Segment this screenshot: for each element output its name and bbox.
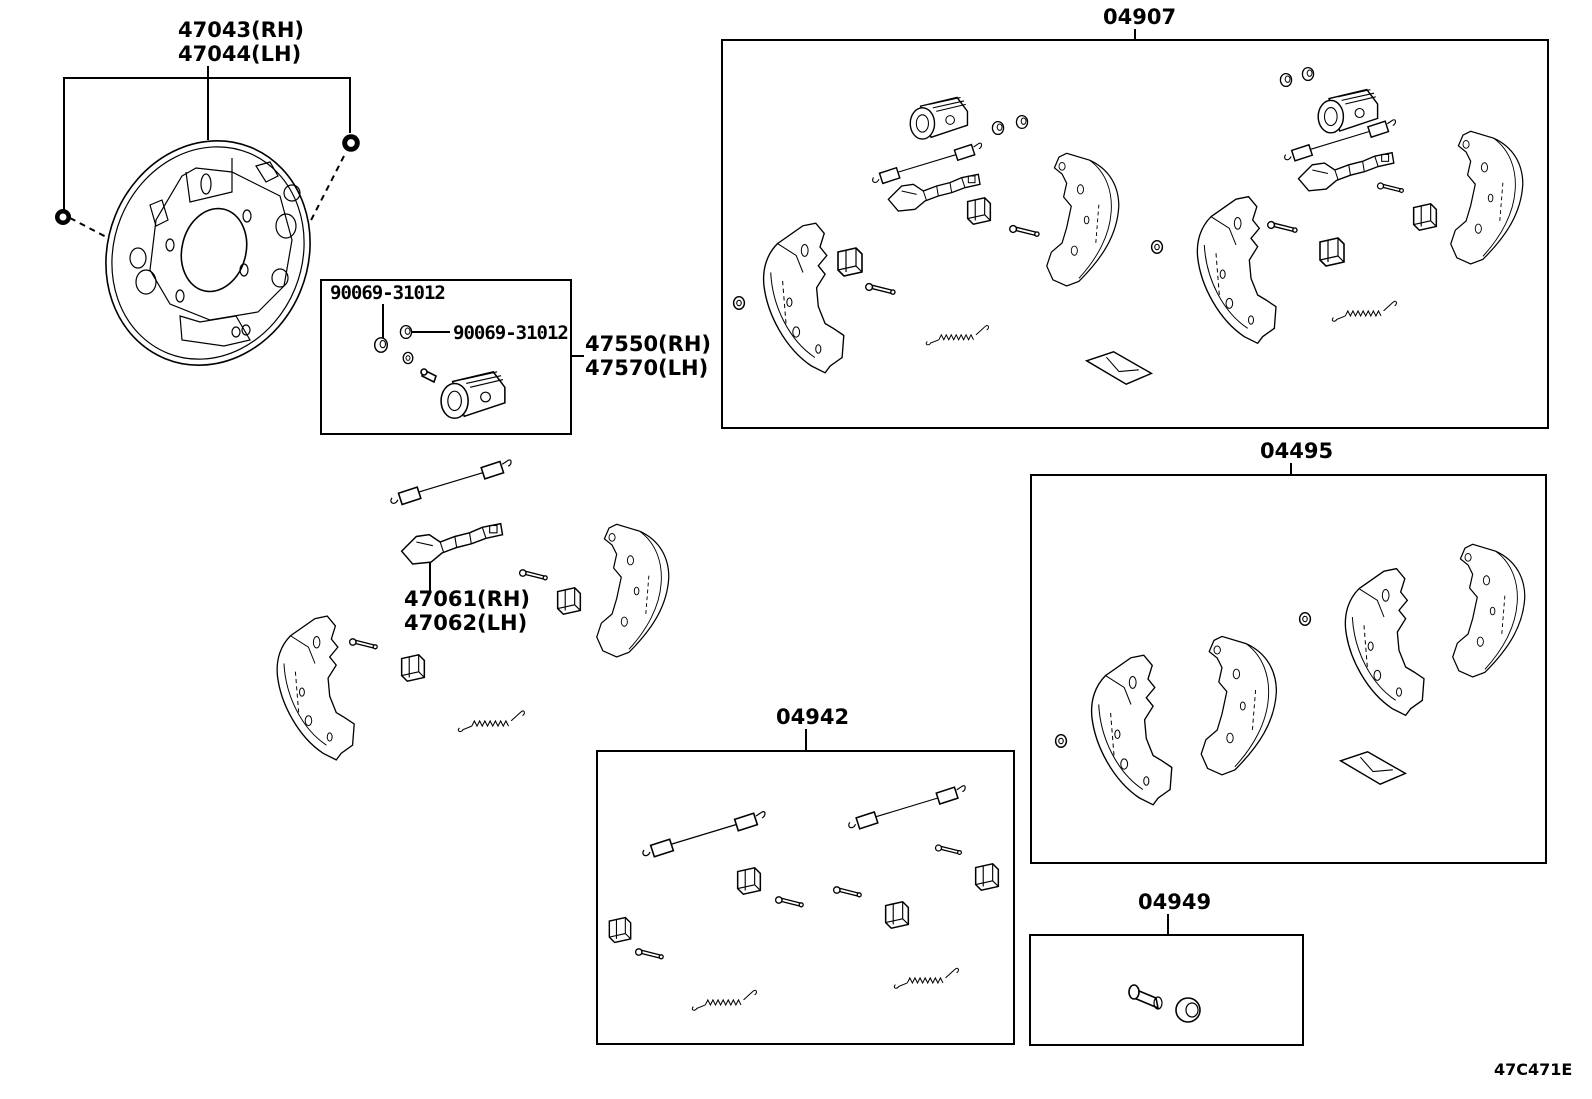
bleeder-screw-icon[interactable] <box>420 368 437 384</box>
brake-shoe-icon[interactable] <box>1200 635 1278 776</box>
bleeder-cap-icon[interactable] <box>399 324 413 340</box>
brake-shoe-icon[interactable] <box>276 615 356 761</box>
brake-shoe-icon[interactable] <box>1045 152 1120 287</box>
kit-box-04949 <box>1029 934 1304 1046</box>
hold-down-clip-icon[interactable] <box>608 916 632 944</box>
wheel-cylinder-icon[interactable] <box>440 371 506 420</box>
return-spring-icon[interactable] <box>1331 300 1398 322</box>
kit-04907: 04907 <box>721 5 1549 429</box>
cylinder-cap-icon[interactable] <box>1301 66 1315 82</box>
backing-plate-icon[interactable] <box>73 110 344 396</box>
label-bleeder-plug-a[interactable]: 90069-31012 <box>330 282 446 304</box>
cylinder-cap-icon[interactable] <box>1015 114 1029 130</box>
label-backing-plate-lh[interactable]: 47044(LH) <box>178 42 301 66</box>
hold-down-pin-icon[interactable] <box>1008 224 1040 238</box>
kit-box-04907 <box>721 39 1549 429</box>
leader-bracket <box>63 77 351 210</box>
hold-down-pin-icon[interactable] <box>634 947 665 960</box>
kit-label-04907[interactable]: 04907 <box>1103 5 1176 29</box>
brake-shoe-icon[interactable] <box>1449 130 1524 265</box>
hold-down-pin-icon[interactable] <box>1376 182 1405 194</box>
label-bleeder-plug-b[interactable]: 90069-31012 <box>453 322 569 344</box>
label-adjuster-rh[interactable]: 47061(RH) <box>404 587 530 611</box>
washer-icon[interactable] <box>1298 611 1312 627</box>
hold-down-pin-icon[interactable] <box>1266 220 1298 234</box>
brake-shoe-icon[interactable] <box>1451 543 1526 678</box>
kit-box-04495 <box>1030 474 1547 864</box>
kit-box-04942 <box>596 750 1015 1045</box>
hold-down-pin-icon[interactable] <box>348 638 378 650</box>
nut-icon[interactable] <box>54 208 72 226</box>
hold-down-pin-icon[interactable] <box>518 569 548 581</box>
kit-label-04495[interactable]: 04495 <box>1260 439 1333 463</box>
adjuster-spring-icon[interactable] <box>390 459 512 506</box>
brake-shoe-icon[interactable] <box>595 523 670 658</box>
kit-label-04942[interactable]: 04942 <box>776 705 849 729</box>
hold-down-clip-icon[interactable] <box>736 867 762 895</box>
hold-down-clip-icon[interactable] <box>1412 203 1438 231</box>
grease-packet-icon[interactable] <box>1085 351 1153 385</box>
kit-04949: 04949 <box>1029 890 1304 1046</box>
return-spring-icon[interactable] <box>691 989 758 1011</box>
hold-down-clip-icon[interactable] <box>400 653 426 683</box>
hold-down-pin-icon[interactable] <box>832 885 863 898</box>
kit-label-04949[interactable]: 04949 <box>1138 890 1211 914</box>
piston-cup-icon[interactable] <box>1128 984 1163 1010</box>
hold-down-pin-icon[interactable] <box>864 282 896 296</box>
return-spring-icon[interactable] <box>925 324 990 346</box>
brake-shoe-icon[interactable] <box>762 222 845 374</box>
washer-icon[interactable] <box>1054 733 1068 749</box>
label-adjuster-lh[interactable]: 47062(LH) <box>404 611 527 635</box>
hold-down-clip-icon[interactable] <box>556 587 582 615</box>
adjuster-icon[interactable] <box>887 173 981 212</box>
dust-boot-icon[interactable] <box>1175 997 1201 1023</box>
hold-down-clip-icon[interactable] <box>974 863 1000 891</box>
adjuster-group: 47061(RH) 47062(LH) <box>276 459 670 761</box>
hold-down-clip-icon[interactable] <box>884 901 910 929</box>
brake-shoe-icon[interactable] <box>1344 567 1425 717</box>
return-spring-icon[interactable] <box>893 967 960 989</box>
backing-plate-group: 47043(RH) 47044(LH) <box>54 18 361 396</box>
cylinder-cap-icon[interactable] <box>1279 72 1293 88</box>
label-backing-plate-rh[interactable]: 47043(RH) <box>178 18 304 42</box>
wheel-cylinder-group: 90069-31012 90069-31012 47550(RH) 47570(… <box>320 279 711 435</box>
adjuster-spring-icon[interactable] <box>642 810 766 858</box>
nut-icon[interactable] <box>341 133 361 153</box>
adjuster-spring-icon[interactable] <box>847 784 967 830</box>
kit-04495: 04495 <box>1030 439 1547 864</box>
bleeder-cap-icon[interactable] <box>373 337 389 353</box>
cylinder-cap-icon[interactable] <box>991 120 1005 136</box>
hold-down-clip-icon[interactable] <box>1319 237 1345 267</box>
brake-shoe-icon[interactable] <box>1090 654 1173 806</box>
hold-down-pin-icon[interactable] <box>934 844 963 856</box>
wheel-cylinder-icon[interactable] <box>909 96 969 140</box>
hold-down-clip-icon[interactable] <box>966 197 992 225</box>
hold-down-pin-icon[interactable] <box>774 895 805 908</box>
diagram-reference-code: 47C471E <box>1494 1060 1572 1079</box>
hold-down-clip-icon[interactable] <box>837 247 863 277</box>
grease-packet-icon[interactable] <box>1339 751 1407 785</box>
label-wheel-cylinder-lh[interactable]: 47570(LH) <box>585 356 708 380</box>
return-spring-icon[interactable] <box>457 710 525 733</box>
bleeder-washer-icon[interactable] <box>402 351 414 365</box>
washer-icon[interactable] <box>732 295 746 311</box>
label-wheel-cylinder-rh[interactable]: 47550(RH) <box>585 332 711 356</box>
kit-04942: 04942 <box>596 705 1015 1045</box>
adjuster-icon[interactable] <box>400 522 504 565</box>
washer-icon[interactable] <box>1150 239 1164 255</box>
brake-shoe-icon[interactable] <box>1196 195 1277 345</box>
